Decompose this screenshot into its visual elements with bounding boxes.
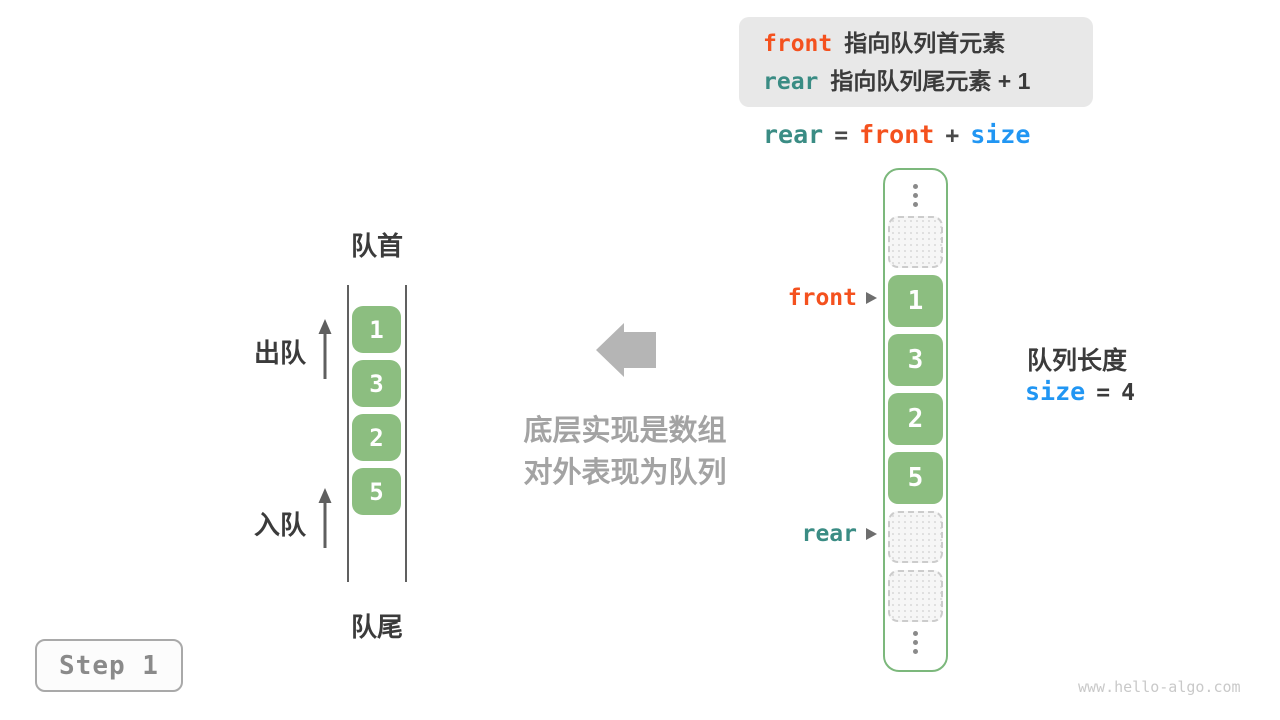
array-cell-empty xyxy=(888,511,943,563)
front-description: 指向队列首元素 xyxy=(844,30,1006,56)
dequeue-up-arrow-icon xyxy=(318,319,332,379)
queue-length-label: 队列长度 xyxy=(1027,347,1128,375)
queue-tail-label: 队尾 xyxy=(350,612,403,642)
enqueue-label: 入队 xyxy=(253,510,306,540)
queue-cell: 1 xyxy=(352,306,401,353)
rear-description: 指向队列尾元素 + 1 xyxy=(830,68,1031,94)
right-arrowhead-icon xyxy=(866,292,877,304)
queue-left-line xyxy=(347,285,349,582)
queue-cell: 2 xyxy=(352,414,401,461)
annotation-line-1: 底层实现是数组 xyxy=(523,415,727,447)
ellipsis-dots xyxy=(913,629,918,656)
right-arrowhead-icon xyxy=(866,528,877,540)
legend-line-rear: rear 指向队列尾元素 + 1 xyxy=(763,63,1093,101)
size-keyword: size xyxy=(1025,377,1086,406)
legend-box: front 指向队列首元素 rear 指向队列尾元素 + 1 xyxy=(739,17,1093,107)
enqueue-up-arrow-icon xyxy=(318,488,332,548)
front-pointer-label: front xyxy=(787,285,857,311)
queue-cell: 3 xyxy=(352,360,401,407)
array-cell-filled: 3 xyxy=(888,334,943,386)
formula: rear = front + size xyxy=(763,121,1030,150)
formula-equals: = xyxy=(834,123,849,149)
formula-size: size xyxy=(970,120,1031,149)
ellipsis-dots xyxy=(913,182,918,209)
left-block-arrow-icon xyxy=(596,323,656,377)
queue-right-line xyxy=(405,285,407,582)
queue-cell: 5 xyxy=(352,468,401,515)
rear-keyword: rear xyxy=(763,69,819,95)
rear-pointer: rear xyxy=(737,520,877,548)
queue-head-label: 队首 xyxy=(350,231,403,261)
array-cell-filled: 5 xyxy=(888,452,943,504)
dequeue-label: 出队 xyxy=(253,338,306,368)
front-pointer: front xyxy=(737,284,877,312)
formula-rear: rear xyxy=(763,120,824,149)
size-value-line: size = 4 xyxy=(1025,377,1135,406)
step-label: Step 1 xyxy=(59,650,159,681)
array-panel: 1 3 2 5 xyxy=(883,168,948,672)
rear-pointer-label: rear xyxy=(801,521,857,547)
formula-plus: + xyxy=(945,123,960,149)
queue-cells: 1 3 2 5 xyxy=(352,306,401,515)
legend-line-front: front 指向队列首元素 xyxy=(763,25,1093,63)
array-cell-filled: 1 xyxy=(888,275,943,327)
size-value: 4 xyxy=(1121,380,1135,406)
annotation-line-2: 对外表现为队列 xyxy=(523,457,727,489)
front-keyword: front xyxy=(763,31,833,57)
array-cell-filled: 2 xyxy=(888,393,943,445)
step-badge: Step 1 xyxy=(35,639,183,692)
array-cell-empty xyxy=(888,216,943,268)
size-equals: = xyxy=(1096,380,1111,406)
watermark: www.hello-algo.com xyxy=(1078,678,1241,696)
array-cell-empty xyxy=(888,570,943,622)
formula-front: front xyxy=(859,120,935,149)
